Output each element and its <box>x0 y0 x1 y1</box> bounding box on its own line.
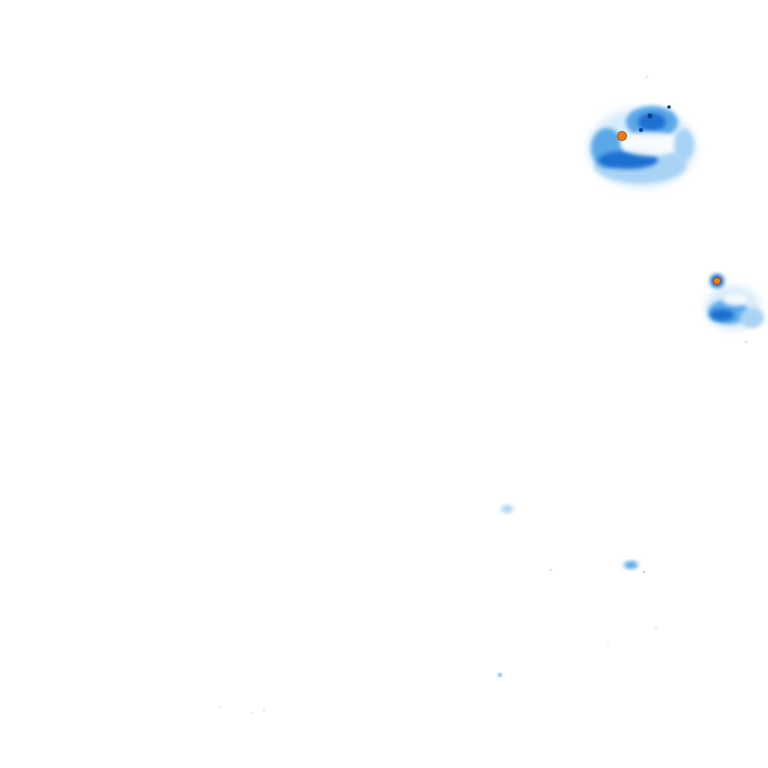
fleck-center <box>501 505 513 513</box>
speckle <box>642 570 646 574</box>
cell-northeast-hole <box>620 132 680 156</box>
cell-northeast-intense-dot-2 <box>639 128 643 132</box>
speckle <box>262 708 266 712</box>
speckle <box>549 568 553 572</box>
cell-northeast-intense-dot-3 <box>667 105 671 109</box>
speckle <box>219 706 221 708</box>
cell-east-small <box>705 274 764 330</box>
cell-northeast-ring-east <box>674 129 694 161</box>
cell-northeast-intense-dot-1 <box>647 113 653 119</box>
cell-northeast-large <box>588 105 696 188</box>
cell-east-core <box>713 277 721 285</box>
speckle <box>744 340 748 344</box>
speckles-south <box>219 75 748 714</box>
speckle <box>497 672 503 678</box>
cell-northeast-band-north <box>638 113 666 131</box>
speckle <box>645 75 649 79</box>
cell-east-hole <box>723 294 747 306</box>
fleck-southeast <box>624 561 638 569</box>
speckle <box>251 712 253 714</box>
cell-east-arc-dark <box>710 309 734 321</box>
cell-east-tail <box>740 308 764 328</box>
speckle <box>607 642 609 644</box>
speckle <box>654 626 658 630</box>
cell-northeast-core <box>617 131 627 141</box>
